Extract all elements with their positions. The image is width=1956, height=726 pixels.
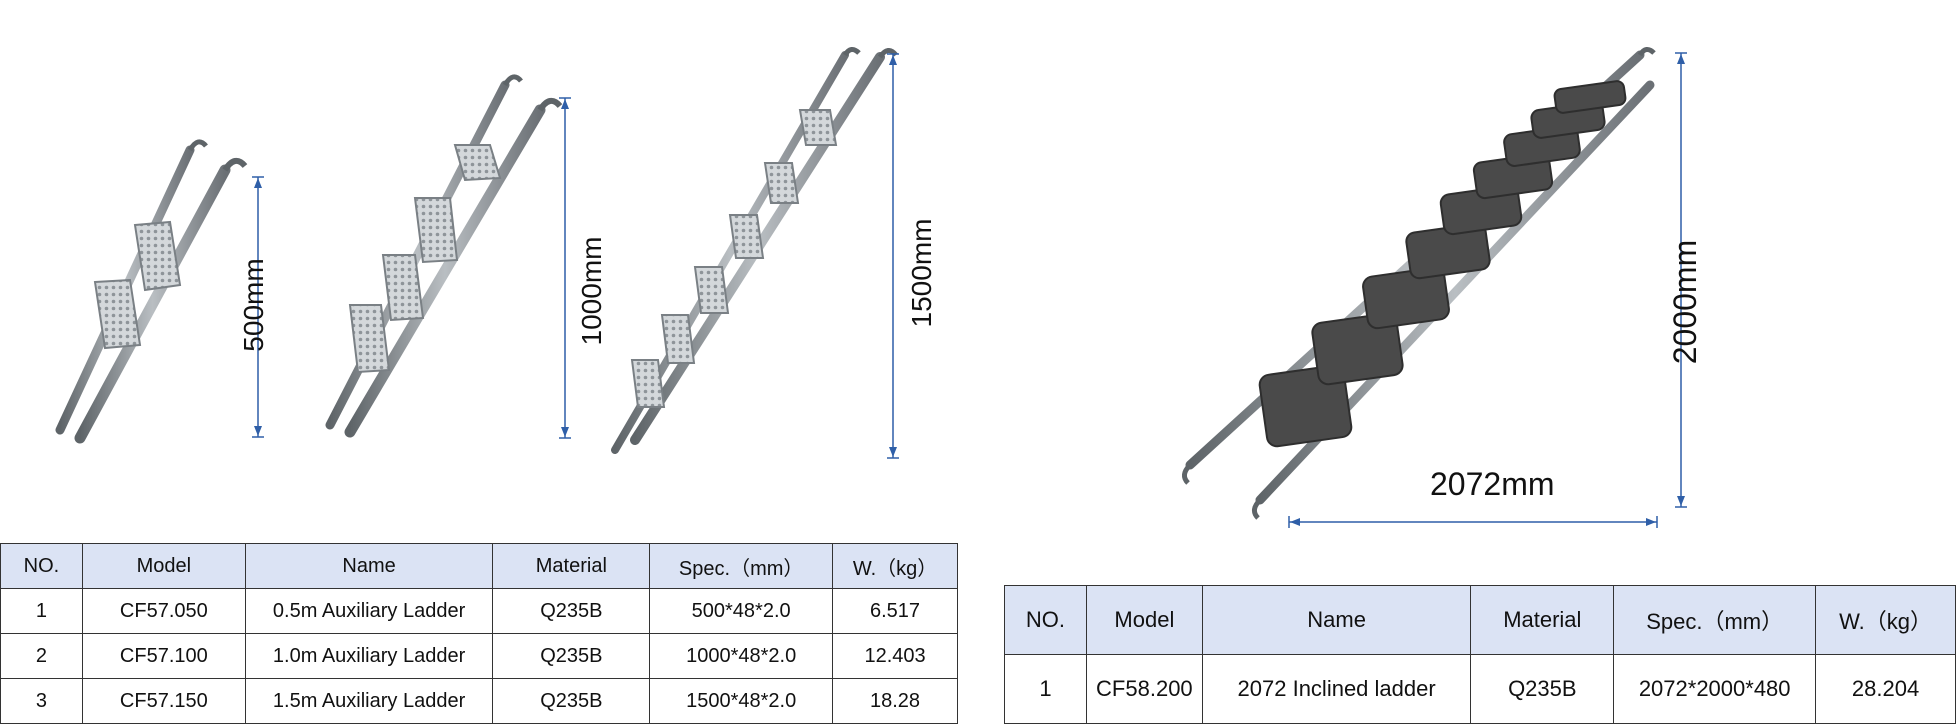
cell-spec: 1500*48*2.0 [649, 678, 834, 724]
header-name: Name [244, 543, 494, 589]
header-spec: Spec.（mm） [1613, 585, 1817, 655]
table-header-row: NO. Model Name Material Spec.（mm） W.（kg） [1004, 585, 1956, 655]
cell-no: 1 [0, 588, 83, 634]
cell-material: Q235B [492, 633, 651, 679]
inclined-ladder-image [1182, 47, 1656, 520]
cell-spec: 500*48*2.0 [649, 588, 834, 634]
cell-model: CF58.200 [1085, 654, 1203, 724]
cell-material: Q235B [1470, 654, 1615, 724]
dimension-label-500: 500mm [238, 258, 269, 352]
cell-no: 2 [0, 633, 83, 679]
cell-name: 0.5m Auxiliary Ladder [244, 588, 494, 634]
cell-name: 1.5m Auxiliary Ladder [244, 678, 494, 724]
cell-no: 3 [0, 678, 83, 724]
header-material: Material [1470, 585, 1615, 655]
header-model: Model [1085, 585, 1203, 655]
table-row: 2 CF57.100 1.0m Auxiliary Ladder Q235B 1… [0, 633, 958, 679]
dimension-line-2072 [1288, 516, 1658, 528]
cell-name: 1.0m Auxiliary Ladder [244, 633, 494, 679]
ladder-500-image [55, 139, 248, 444]
table-row: 3 CF57.150 1.5m Auxiliary Ladder Q235B 1… [0, 678, 958, 724]
header-weight: W.（kg） [1815, 585, 1956, 655]
dimension-label-2000: 2000mm [1667, 239, 1703, 365]
cell-no: 1 [1004, 654, 1087, 724]
header-weight: W.（kg） [832, 543, 958, 589]
cell-model: CF57.100 [81, 633, 246, 679]
cell-model: CF57.150 [81, 678, 246, 724]
header-no: NO. [0, 543, 83, 589]
header-no: NO. [1004, 585, 1087, 655]
table-header-row: NO. Model Name Material Spec.（mm） W.（kg） [0, 543, 958, 589]
dimension-line-2000 [1675, 52, 1687, 508]
dimension-line-1000 [559, 97, 571, 439]
dimension-line-500 [252, 176, 264, 438]
cell-weight: 12.403 [832, 633, 958, 679]
cell-weight: 18.28 [832, 678, 958, 724]
dimension-label-2072: 2072mm [1430, 466, 1555, 502]
auxiliary-ladder-spec-table: NO. Model Name Material Spec.（mm） W.（kg）… [0, 543, 958, 724]
cell-material: Q235B [492, 678, 651, 724]
dimension-label-1000: 1000mm [576, 236, 607, 346]
ladder-1500-image [611, 47, 898, 454]
dimension-label-1500: 1500mm [906, 218, 937, 328]
cell-spec: 1000*48*2.0 [649, 633, 834, 679]
table-row: 1 CF57.050 0.5m Auxiliary Ladder Q235B 5… [0, 588, 958, 634]
ladder-1000-image [325, 74, 563, 438]
header-material: Material [492, 543, 651, 589]
dimension-line-1500 [887, 53, 899, 459]
cell-spec: 2072*2000*480 [1613, 654, 1817, 724]
table-row: 1 CF58.200 2072 Inclined ladder Q235B 20… [1004, 654, 1956, 724]
header-name: Name [1201, 585, 1472, 655]
cell-weight: 28.204 [1815, 654, 1956, 724]
cell-name: 2072 Inclined ladder [1201, 654, 1472, 724]
inclined-ladder-spec-table: NO. Model Name Material Spec.（mm） W.（kg）… [1004, 585, 1956, 724]
header-spec: Spec.（mm） [649, 543, 834, 589]
cell-model: CF57.050 [81, 588, 246, 634]
header-model: Model [81, 543, 246, 589]
cell-weight: 6.517 [832, 588, 958, 634]
cell-material: Q235B [492, 588, 651, 634]
